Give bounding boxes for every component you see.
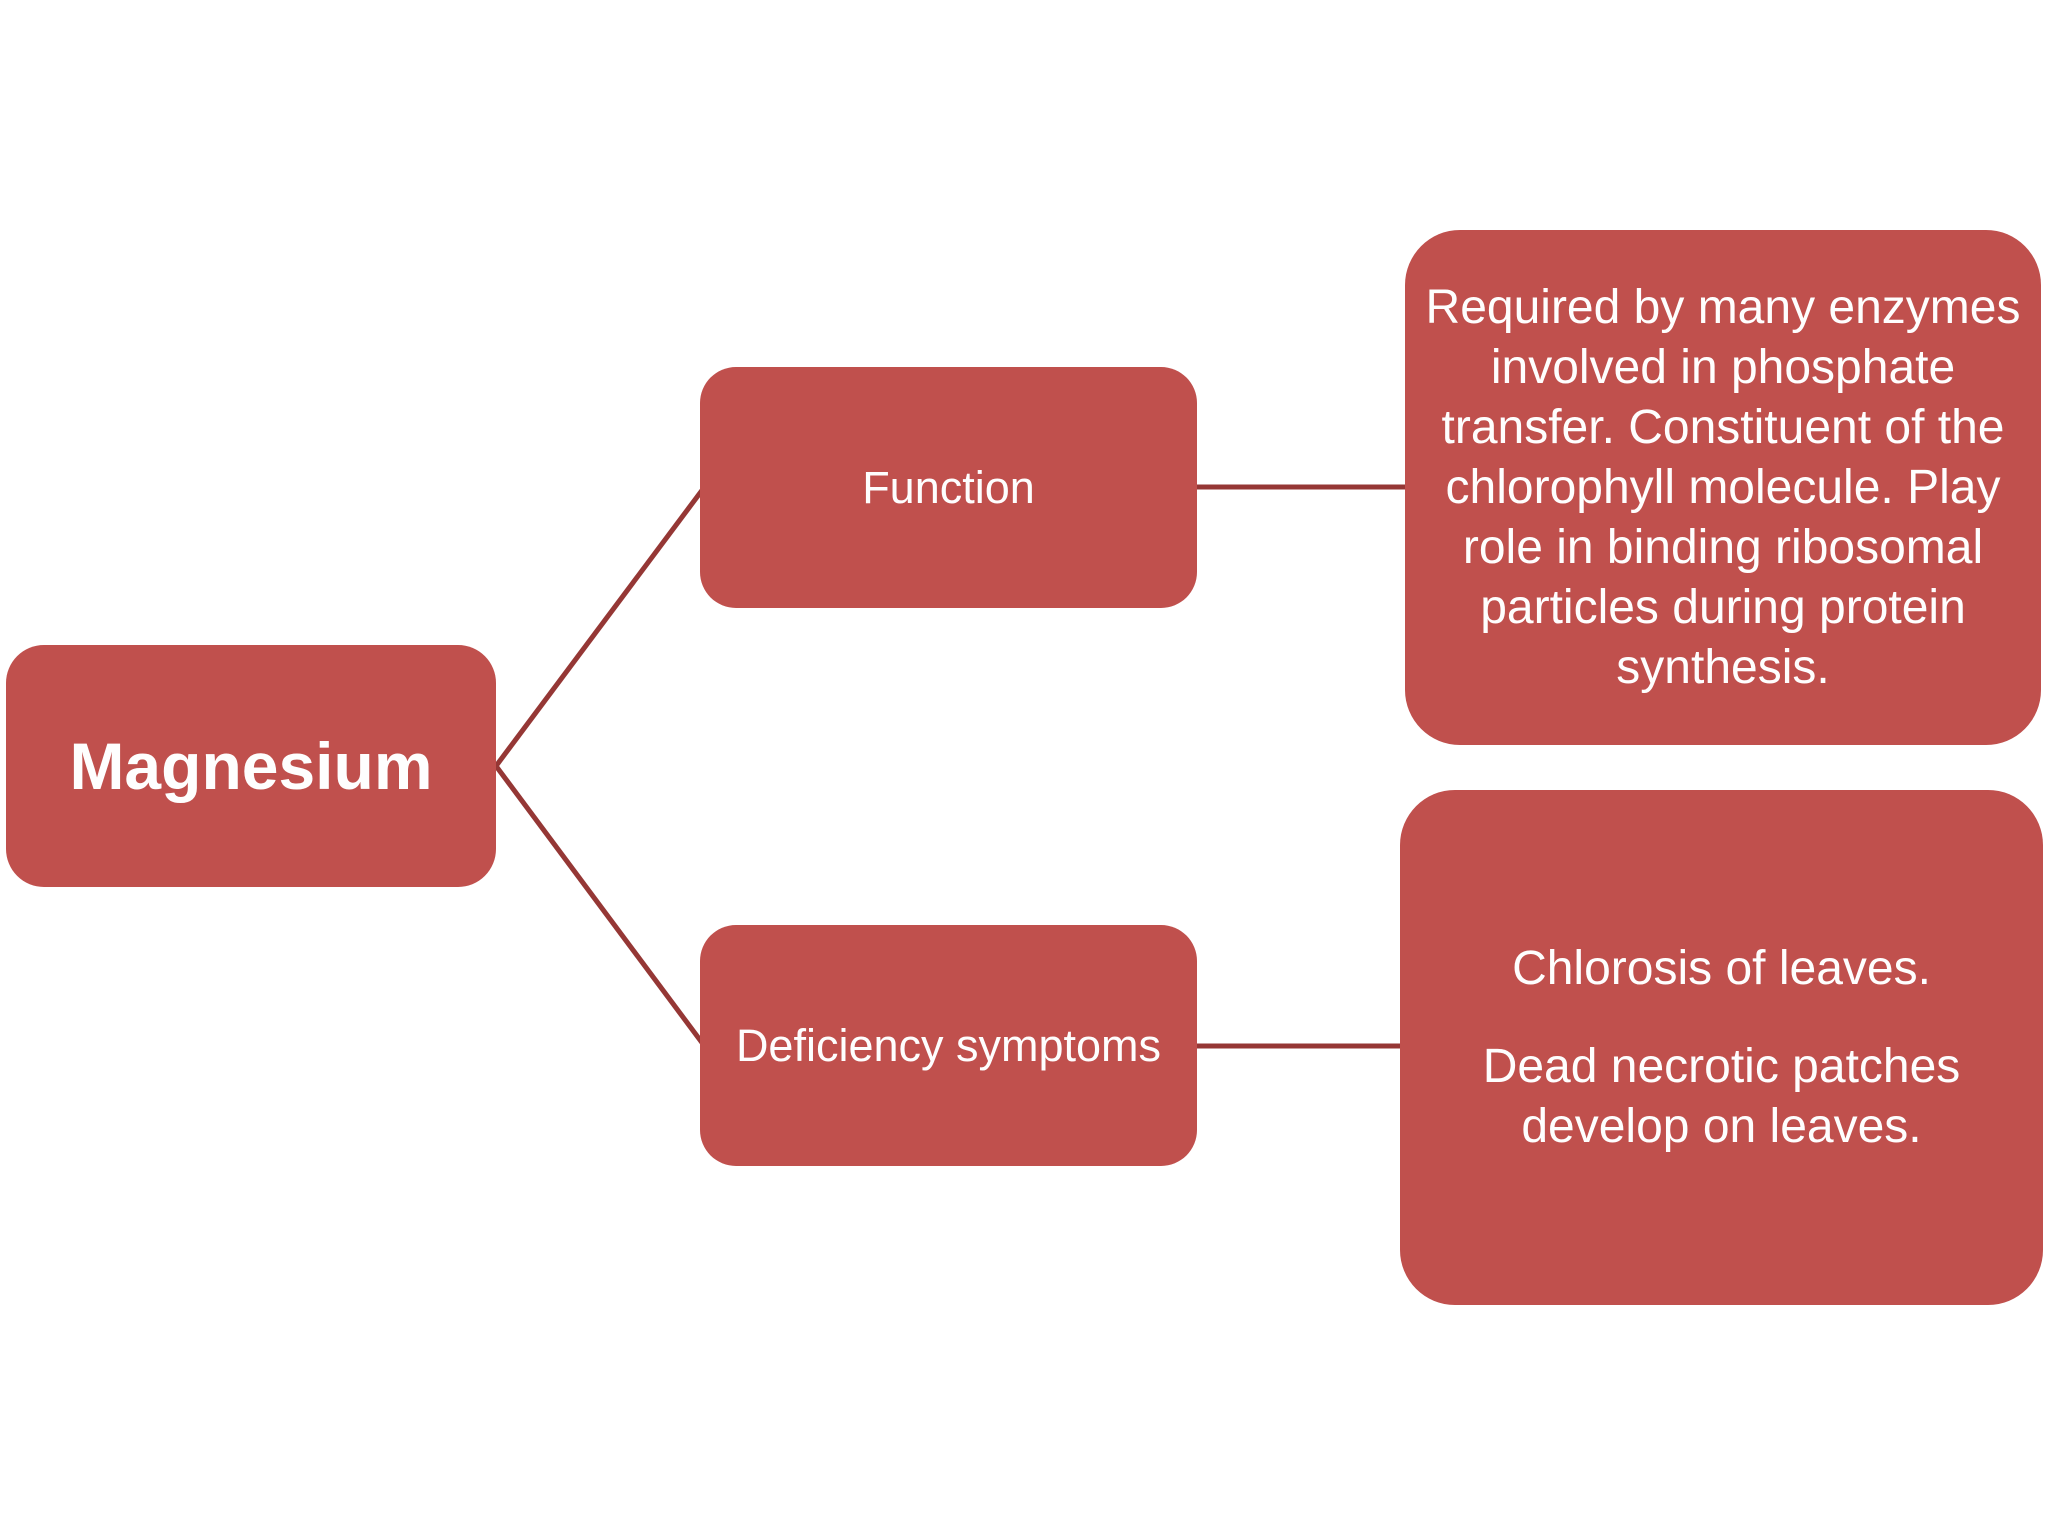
node-magnesium: Magnesium (6, 645, 496, 887)
function-detail-text-line: involved in phosphate (1490, 340, 1956, 394)
connector-root-to-deficiency (493, 764, 706, 1046)
function-detail-text-line: chlorophyll molecule. Play (1445, 460, 2001, 514)
function-detail-text-line: Required by many enzymes (1425, 280, 2021, 334)
node-function-detail: Required by many enzymes involved in pho… (1405, 230, 2041, 745)
node-function: Function (700, 367, 1197, 608)
node-magnesium-label: Magnesium (69, 729, 433, 803)
function-detail-text-line: role in binding ribosomal (1462, 520, 1984, 574)
connector-root-to-function (493, 487, 706, 768)
deficiency-detail-paragraph: Dead necrotic patches develop on leaves. (1482, 1039, 1961, 1153)
node-function-label: Function (862, 461, 1035, 513)
function-detail-text-line: synthesis. (1616, 640, 1830, 694)
node-deficiency-symptoms-label: Deficiency symptoms (735, 1019, 1162, 1071)
node-deficiency-detail: Chlorosis of leaves. Dead necrotic patch… (1400, 790, 2043, 1305)
function-detail-text-line: transfer. Constituent of the (1441, 400, 2005, 454)
node-deficiency-symptoms: Deficiency symptoms (700, 925, 1197, 1166)
function-detail-text-line: particles during protein (1480, 580, 1966, 634)
deficiency-detail-paragraph: Chlorosis of leaves. (1512, 941, 1931, 995)
